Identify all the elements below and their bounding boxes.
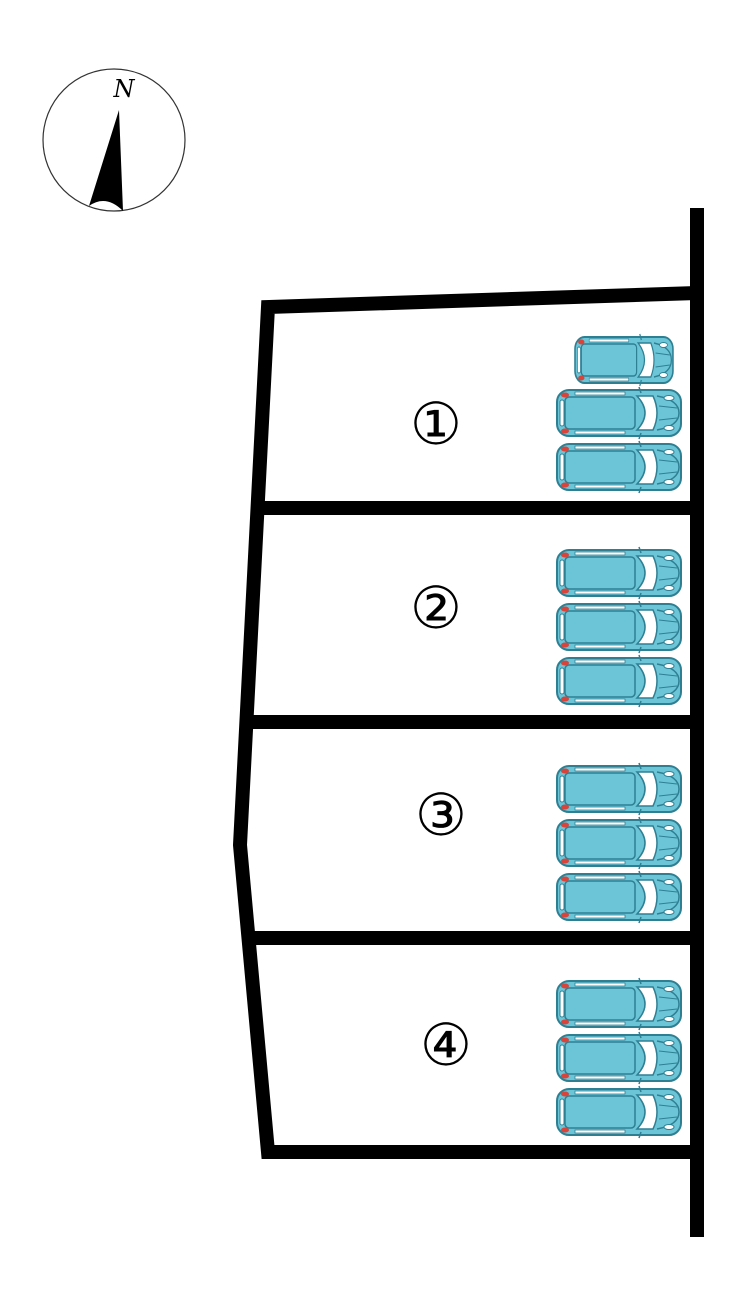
car-icon	[556, 762, 682, 816]
lot-2-parking	[556, 546, 682, 708]
lot-boundaries	[232, 208, 704, 1237]
lot-number-3: ③	[415, 781, 467, 849]
car-icon	[556, 816, 682, 870]
outer-boundary	[232, 286, 698, 1159]
car-icon	[556, 977, 682, 1031]
lot-3-parking	[556, 762, 682, 924]
lot-number-4: ④	[420, 1011, 472, 1079]
lot-number-2: ②	[410, 574, 462, 642]
car-icon	[556, 1031, 682, 1085]
car-icon	[556, 440, 682, 494]
north-arrow-icon	[89, 110, 123, 211]
car-icon	[556, 600, 682, 654]
car-icon	[556, 546, 682, 600]
lot-4-parking	[556, 977, 682, 1139]
car-icon	[556, 870, 682, 924]
car-icon	[556, 1085, 682, 1139]
car-icon	[556, 654, 682, 708]
car-icon	[574, 333, 674, 387]
lot-1-parking	[556, 333, 682, 494]
car-icon	[556, 386, 682, 440]
north-label: N	[113, 75, 136, 103]
lot-number-1: ①	[410, 390, 462, 458]
north-compass: N	[42, 68, 186, 212]
